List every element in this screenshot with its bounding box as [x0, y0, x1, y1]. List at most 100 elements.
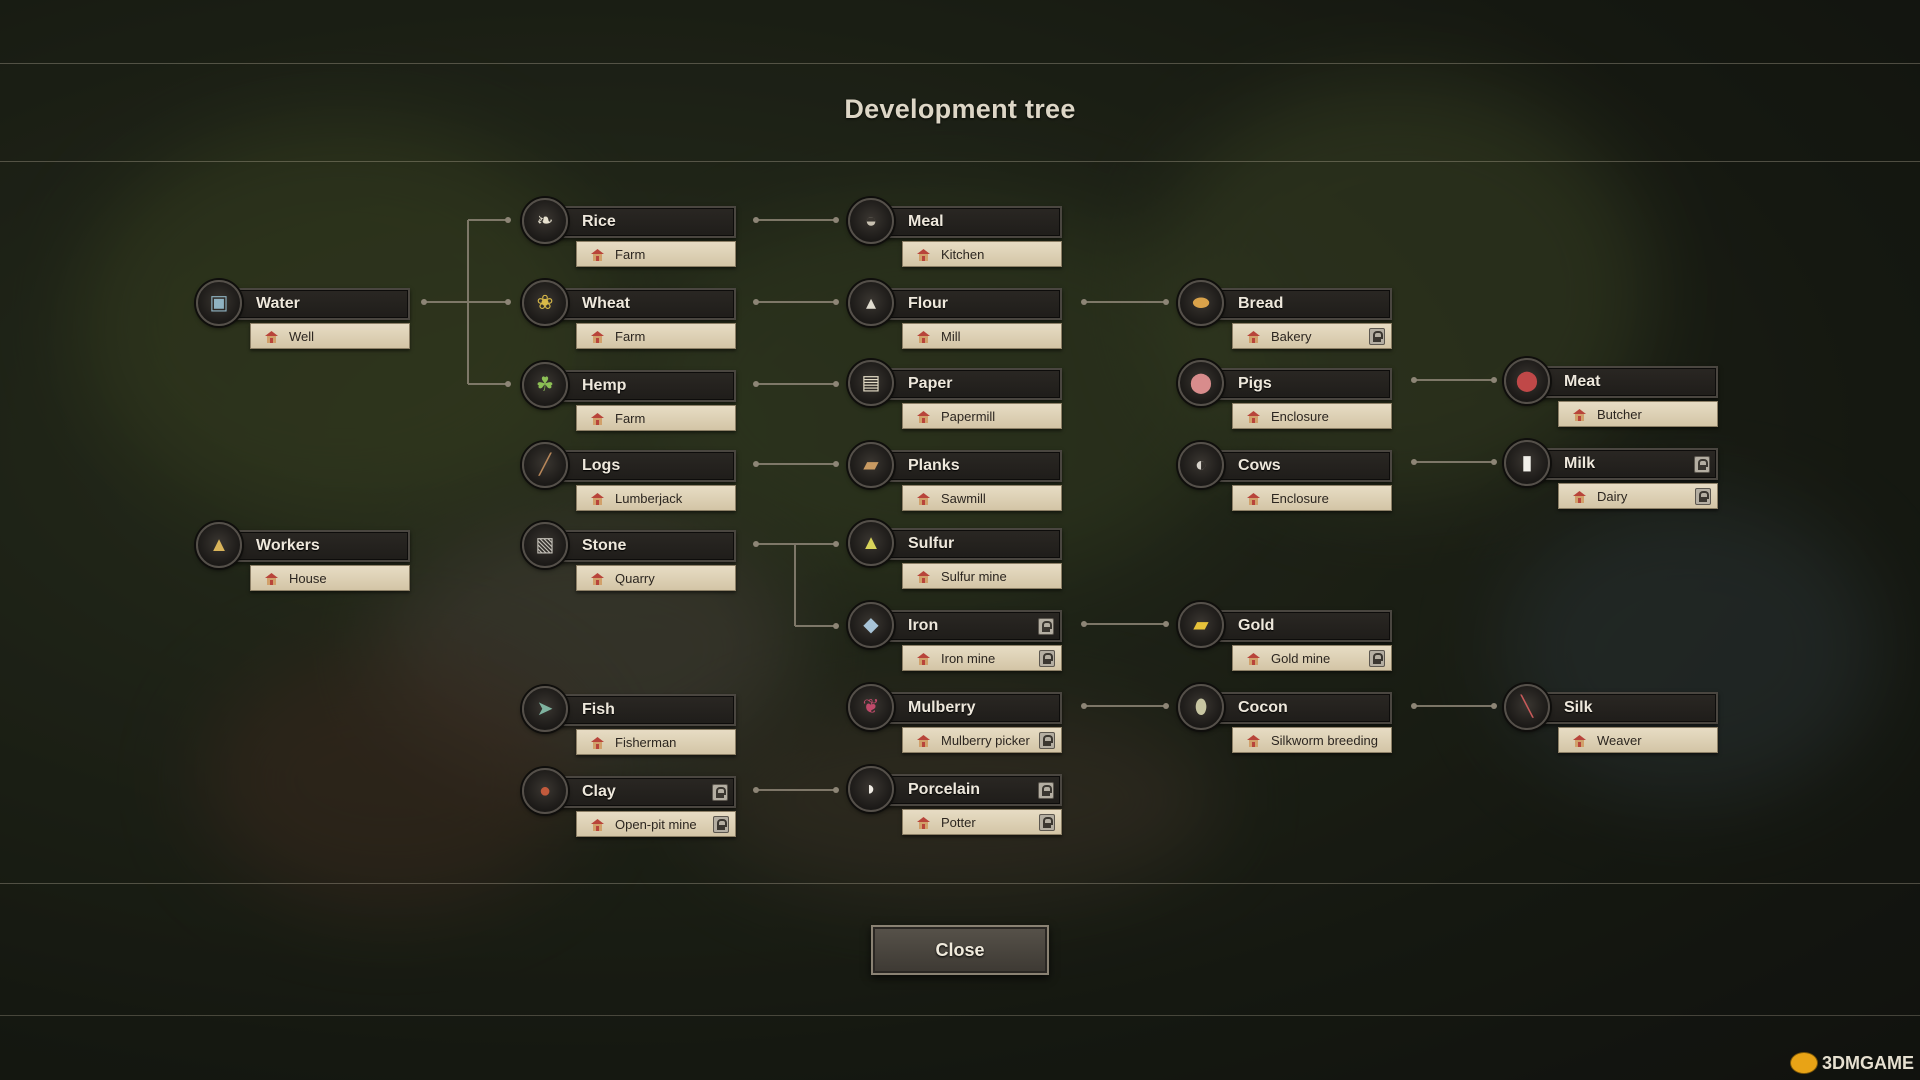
tree-node-meat[interactable]: Meat⬤Butcher	[1504, 354, 1724, 432]
tree-node-milk[interactable]: Milk▮Dairy	[1504, 436, 1724, 514]
node-building[interactable]: Kitchen	[902, 241, 1062, 267]
tree-node-gold[interactable]: Gold▰Gold mine	[1178, 598, 1398, 676]
house-icon	[591, 572, 604, 585]
node-building[interactable]: Well	[250, 323, 410, 349]
tree-node-water[interactable]: Water▣Well	[196, 276, 416, 354]
node-header[interactable]: Stone	[540, 530, 736, 562]
node-building[interactable]: Butcher	[1558, 401, 1718, 427]
tree-node-meal[interactable]: Meal◒ Kitchen	[848, 194, 1068, 272]
flour-sack-icon: ▴	[848, 280, 894, 326]
tree-node-clay[interactable]: Clay●Open-pit mine	[522, 764, 742, 842]
meal-bowl-icon: ◒	[848, 198, 894, 244]
node-header[interactable]: Silk	[1522, 692, 1718, 724]
node-building[interactable]: Iron mine	[902, 645, 1062, 671]
node-building[interactable]: Mill	[902, 323, 1062, 349]
node-building[interactable]: Dairy	[1558, 483, 1718, 509]
sulfur-icon: ▲	[848, 520, 894, 566]
node-name: Paper	[908, 375, 953, 392]
tree-node-planks[interactable]: Planks▰Sawmill	[848, 438, 1068, 516]
fish-icon: ➤	[522, 686, 568, 732]
tree-node-cows[interactable]: Cows◐Enclosure	[1178, 438, 1398, 516]
node-building[interactable]: Quarry	[576, 565, 736, 591]
node-header[interactable]: Sulfur	[866, 528, 1062, 560]
building-label: Kitchen	[941, 247, 985, 262]
building-label: Well	[289, 329, 315, 344]
node-building[interactable]: Enclosure	[1232, 403, 1392, 429]
node-building[interactable]: Silkworm breeding	[1232, 727, 1392, 753]
node-building[interactable]: Gold mine	[1232, 645, 1392, 671]
node-header[interactable]: Bread	[1196, 288, 1392, 320]
node-header[interactable]: Cocon	[1196, 692, 1392, 724]
hemp-icon: ☘	[522, 362, 568, 408]
node-building[interactable]: Farm	[576, 241, 736, 267]
tree-node-pigs[interactable]: Pigs⬤Enclosure	[1178, 356, 1398, 434]
building-label: Papermill	[941, 409, 996, 424]
node-header[interactable]: Meal	[866, 206, 1062, 238]
node-building[interactable]: Weaver	[1558, 727, 1718, 753]
tree-node-sulfur[interactable]: Sulfur▲ Sulfur mine	[848, 516, 1068, 594]
node-building[interactable]: Papermill	[902, 403, 1062, 429]
node-header[interactable]: Logs	[540, 450, 736, 482]
node-header[interactable]: Porcelain	[866, 774, 1062, 806]
tree-node-silk[interactable]: Silk╲Weaver	[1504, 680, 1724, 758]
node-building[interactable]: Bakery	[1232, 323, 1392, 349]
close-button[interactable]: Close	[871, 925, 1049, 975]
node-building[interactable]: Sulfur mine	[902, 563, 1062, 589]
house-icon	[591, 248, 604, 261]
house-icon	[1247, 652, 1260, 665]
node-building[interactable]: Fisherman	[576, 729, 736, 755]
lock-icon	[1694, 456, 1710, 473]
lock-icon	[1369, 650, 1385, 667]
tree-node-logs[interactable]: Logs╱Lumberjack	[522, 438, 742, 516]
tree-node-paper[interactable]: Paper▤Papermill	[848, 356, 1068, 434]
node-building[interactable]: Farm	[576, 405, 736, 431]
node-building[interactable]: Farm	[576, 323, 736, 349]
building-label: Sulfur mine	[941, 569, 1007, 584]
node-header[interactable]: Hemp	[540, 370, 736, 402]
building-label: Enclosure	[1271, 491, 1329, 506]
node-header[interactable]: Pigs	[1196, 368, 1392, 400]
tree-node-rice[interactable]: Rice❧Farm	[522, 194, 742, 272]
tree-node-porcelain[interactable]: Porcelain◗Potter	[848, 762, 1068, 840]
node-header[interactable]: Paper	[866, 368, 1062, 400]
node-header[interactable]: Flour	[866, 288, 1062, 320]
bread-icon: ⬬	[1178, 280, 1224, 326]
tree-node-bread[interactable]: Bread⬬ Bakery	[1178, 276, 1398, 354]
tree-node-wheat[interactable]: Wheat❀Farm	[522, 276, 742, 354]
node-header[interactable]: Clay	[540, 776, 736, 808]
tree-node-fish[interactable]: Fish➤ Fisherman	[522, 682, 742, 760]
node-header[interactable]: Fish	[540, 694, 736, 726]
node-name: Silk	[1564, 699, 1593, 716]
node-building[interactable]: House	[250, 565, 410, 591]
node-header[interactable]: Wheat	[540, 288, 736, 320]
node-header[interactable]: Cows	[1196, 450, 1392, 482]
house-icon	[1573, 490, 1586, 503]
node-header[interactable]: Workers	[214, 530, 410, 562]
node-building[interactable]: Mulberry picker	[902, 727, 1062, 753]
node-header[interactable]: Mulberry	[866, 692, 1062, 724]
node-header[interactable]: Rice	[540, 206, 736, 238]
tree-node-mulberry[interactable]: Mulberry❦Mulberry picker	[848, 680, 1068, 758]
node-header[interactable]: Meat	[1522, 366, 1718, 398]
node-header[interactable]: Water	[214, 288, 410, 320]
node-building[interactable]: Potter	[902, 809, 1062, 835]
tree-node-hemp[interactable]: Hemp☘ Farm	[522, 358, 742, 436]
node-building[interactable]: Lumberjack	[576, 485, 736, 511]
node-header[interactable]: Planks	[866, 450, 1062, 482]
house-icon	[265, 330, 278, 343]
tree-node-flour[interactable]: Flour▴ Mill	[848, 276, 1068, 354]
tree-node-cocon[interactable]: Cocon⬮Silkworm breeding	[1178, 680, 1398, 758]
node-header[interactable]: Gold	[1196, 610, 1392, 642]
tree-node-stone[interactable]: Stone▧Quarry	[522, 518, 742, 596]
node-header[interactable]: Milk	[1522, 448, 1718, 480]
tree-node-iron[interactable]: Iron◆ Iron mine	[848, 598, 1068, 676]
building-label: Farm	[615, 411, 646, 426]
iron-icon: ◆	[848, 602, 894, 648]
node-building[interactable]: Sawmill	[902, 485, 1062, 511]
building-label: Fisherman	[615, 735, 677, 750]
node-header[interactable]: Iron	[866, 610, 1062, 642]
top-divider	[0, 63, 1920, 64]
node-building[interactable]: Enclosure	[1232, 485, 1392, 511]
tree-node-workers[interactable]: Workers▲House	[196, 518, 416, 596]
node-building[interactable]: Open-pit mine	[576, 811, 736, 837]
